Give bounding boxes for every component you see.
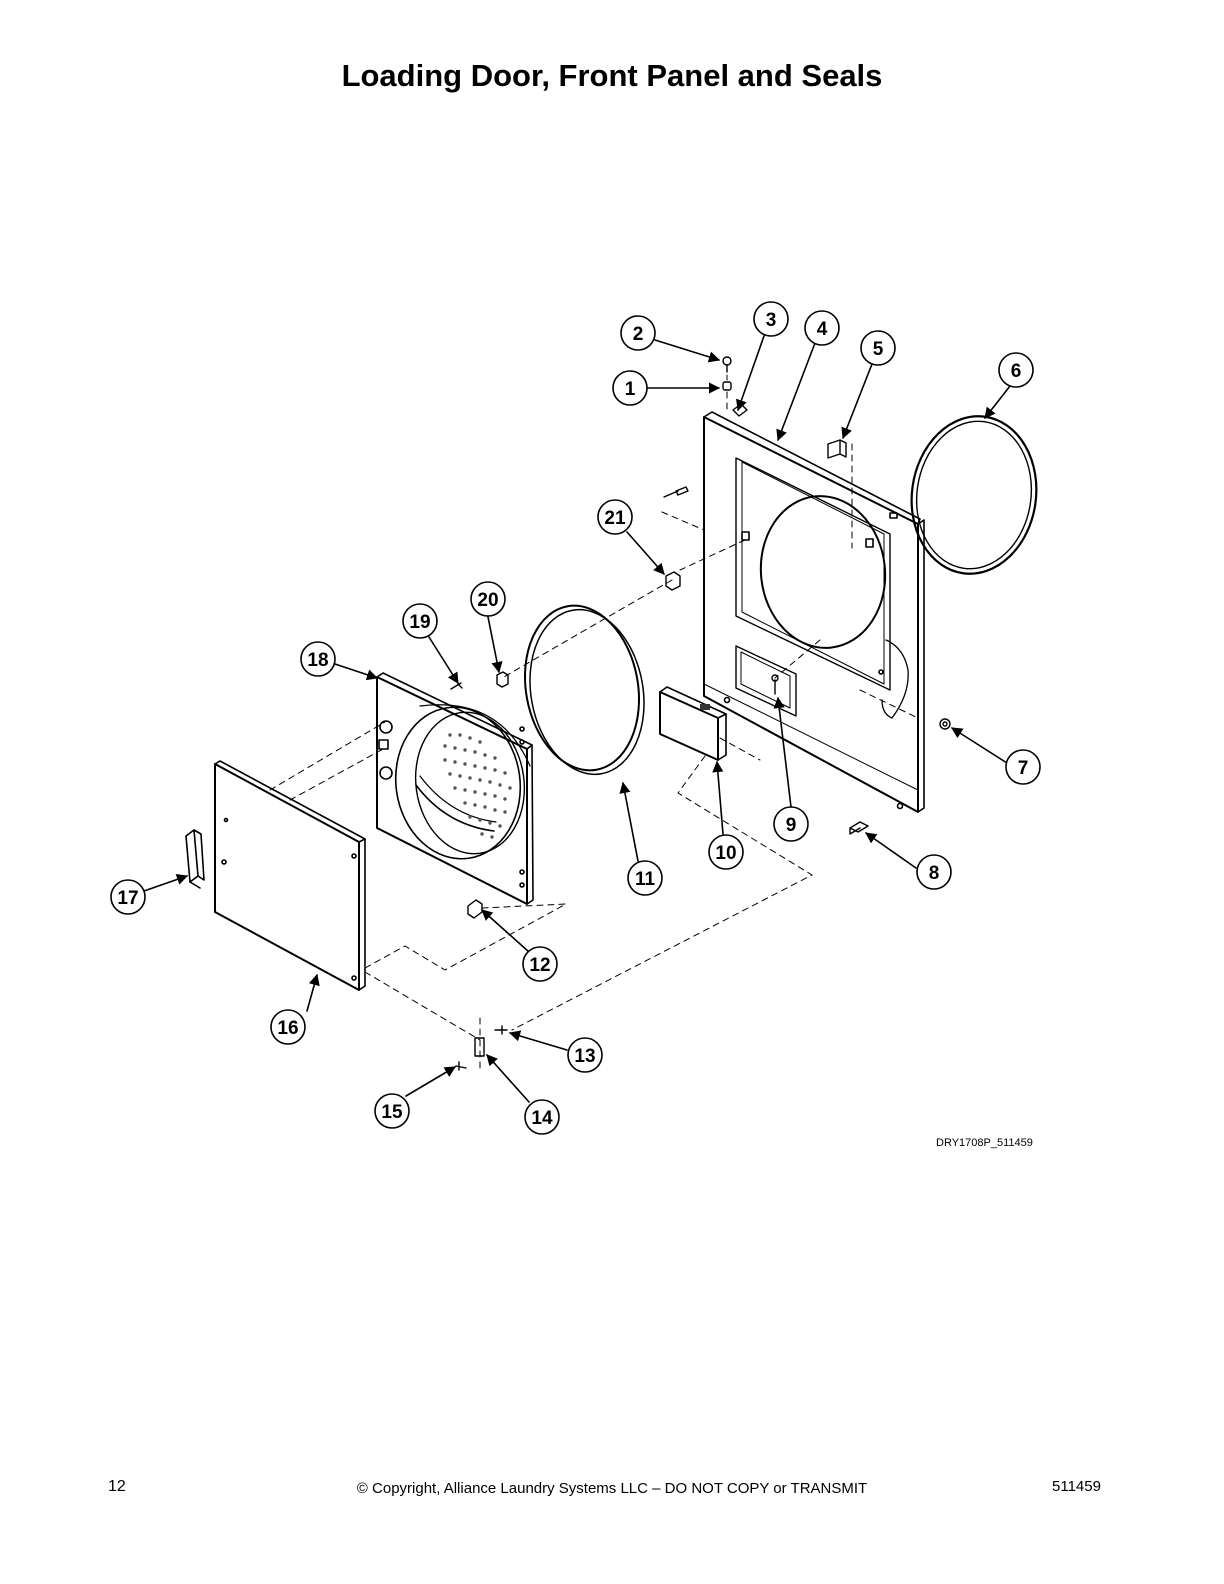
callout-2: 2	[620, 315, 656, 351]
callout-1: 1	[612, 370, 648, 406]
callout-11: 11	[627, 860, 663, 896]
callout-bubbles: 1 2 3 4 5 6 7 8 9 10 11 12 13 14 15 16 1…	[110, 301, 1041, 1135]
page-number: 12	[108, 1478, 126, 1495]
callout-10: 10	[708, 834, 744, 870]
callout-8: 8	[916, 854, 952, 890]
callout-15-label: 15	[381, 1102, 403, 1123]
document-number: 511459	[1052, 1478, 1101, 1495]
callout-21: 21	[597, 499, 633, 535]
callout-12: 12	[522, 946, 558, 982]
callout-15: 15	[374, 1093, 410, 1129]
gasket-ring-drawing	[523, 604, 645, 776]
callout-16: 16	[270, 1009, 306, 1045]
callout-20-label: 20	[477, 590, 498, 611]
drawing-code: DRY1708P_511459	[936, 1137, 1033, 1149]
callout-16-label: 16	[277, 1018, 298, 1039]
inner-door-drawing	[376, 672, 534, 905]
copyright-notice: © Copyright, Alliance Laundry Systems LL…	[356, 1480, 868, 1497]
door-handle-drawing	[185, 829, 205, 889]
callout-17: 17	[110, 879, 146, 915]
callout-2-label: 2	[633, 324, 644, 345]
panel-cover-drawing	[659, 686, 727, 761]
callout-5-label: 5	[873, 339, 884, 360]
callout-6: 6	[998, 352, 1034, 388]
callout-3: 3	[753, 301, 789, 337]
callout-9: 9	[773, 806, 809, 842]
callout-10-label: 10	[715, 843, 736, 864]
callout-21-label: 21	[604, 508, 626, 529]
callout-9-label: 9	[786, 815, 797, 836]
callout-6-label: 6	[1011, 361, 1022, 382]
callout-13-label: 13	[574, 1046, 595, 1067]
callout-12-label: 12	[529, 955, 550, 976]
callout-8-label: 8	[929, 863, 940, 884]
callout-11-label: 11	[635, 869, 656, 890]
callout-4: 4	[804, 310, 840, 346]
callout-14: 14	[524, 1099, 560, 1135]
callout-18: 18	[300, 641, 336, 677]
callout-18-label: 18	[307, 650, 328, 671]
page-title: Loading Door, Front Panel and Seals	[341, 58, 883, 93]
callout-19: 19	[402, 603, 438, 639]
assembly-lines	[269, 374, 919, 1073]
callout-20: 20	[470, 581, 506, 617]
callout-7: 7	[1005, 749, 1041, 785]
callout-1-label: 1	[625, 379, 636, 400]
callout-14-label: 14	[531, 1108, 553, 1129]
front-panel-drawing	[703, 411, 925, 813]
callout-5: 5	[860, 330, 896, 366]
outer-door-drawing	[214, 760, 366, 991]
callout-17-label: 17	[117, 888, 138, 909]
leader-lines	[143, 335, 1011, 1103]
callout-7-label: 7	[1018, 758, 1029, 779]
callout-3-label: 3	[766, 310, 777, 331]
callout-4-label: 4	[817, 319, 828, 340]
callout-19-label: 19	[409, 612, 430, 633]
callout-13: 13	[567, 1037, 603, 1073]
